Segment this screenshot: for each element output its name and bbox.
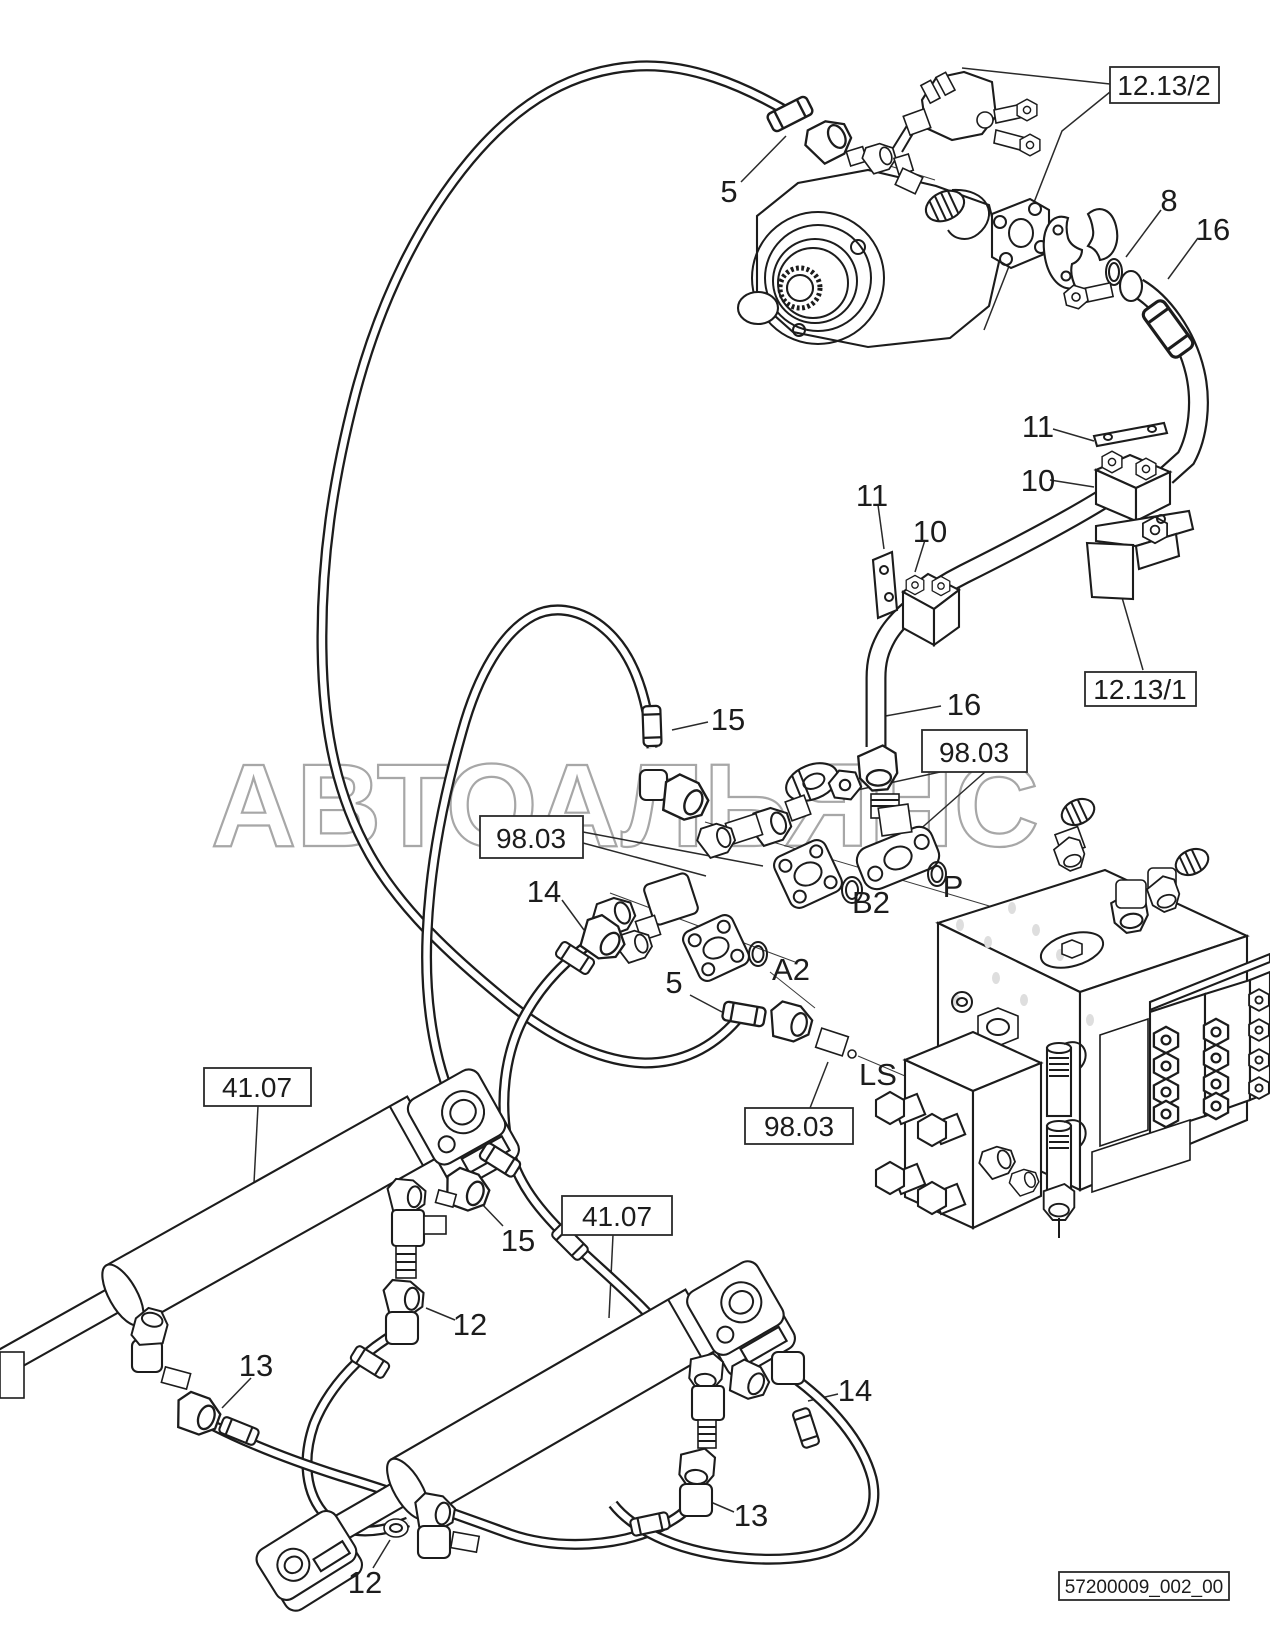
svg-text:15: 15 <box>711 702 745 737</box>
svg-text:16: 16 <box>1196 212 1230 247</box>
svg-text:B2: B2 <box>852 885 890 920</box>
svg-text:13: 13 <box>239 1348 273 1383</box>
svg-text:5: 5 <box>665 965 682 1000</box>
svg-text:98.03: 98.03 <box>496 823 566 854</box>
svg-text:LS: LS <box>859 1057 897 1092</box>
svg-text:5: 5 <box>720 174 737 209</box>
svg-text:15: 15 <box>501 1223 535 1258</box>
svg-text:10: 10 <box>913 514 947 549</box>
svg-text:11: 11 <box>856 478 888 513</box>
svg-text:16: 16 <box>947 687 981 722</box>
svg-text:11: 11 <box>1022 409 1054 444</box>
svg-text:10: 10 <box>1021 463 1055 498</box>
svg-text:8: 8 <box>1160 183 1177 218</box>
svg-text:98.03: 98.03 <box>939 737 1009 768</box>
svg-text:12.13/1: 12.13/1 <box>1093 674 1186 705</box>
svg-text:14: 14 <box>527 874 561 909</box>
svg-text:41.07: 41.07 <box>222 1072 292 1103</box>
svg-text:13: 13 <box>734 1498 768 1533</box>
svg-text:12.13/2: 12.13/2 <box>1117 70 1210 101</box>
svg-text:57200009_002_00: 57200009_002_00 <box>1065 1577 1224 1598</box>
svg-text:12: 12 <box>453 1307 487 1342</box>
svg-text:98.03: 98.03 <box>764 1111 834 1142</box>
svg-text:14: 14 <box>838 1373 872 1408</box>
svg-text:P: P <box>943 869 964 904</box>
svg-text:12: 12 <box>348 1565 382 1600</box>
svg-text:A2: A2 <box>772 952 810 987</box>
svg-text:41.07: 41.07 <box>582 1201 652 1232</box>
